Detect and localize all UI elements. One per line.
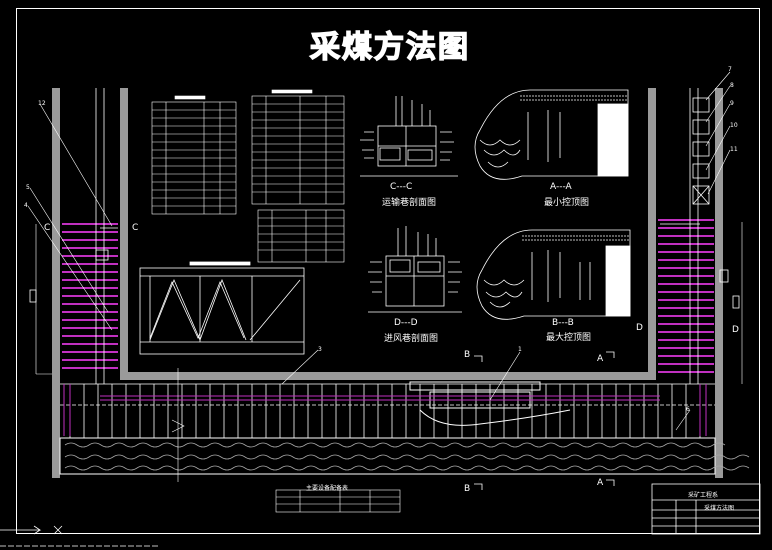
section-d-caption: 进风巷剖面图 <box>384 334 439 344</box>
section-c-mark: C---C <box>390 182 413 192</box>
base-arrow <box>0 525 160 547</box>
section-b-caption: 最大控顶图 <box>546 333 592 343</box>
title-block <box>651 483 761 535</box>
spec-table-3 <box>257 209 345 263</box>
section-c-c <box>360 96 458 177</box>
section-a-caption: 最小控顶图 <box>544 198 590 208</box>
callout-3: 3 <box>318 346 322 353</box>
inner-right-wall <box>648 88 656 380</box>
section-marker-arrows <box>100 223 700 490</box>
marker-c-left: C <box>44 223 51 233</box>
section-b-b <box>476 229 631 320</box>
inner-left-wall <box>120 88 128 380</box>
cycle-operation-chart <box>139 261 305 355</box>
equipment-table <box>275 489 401 513</box>
marker-a-top: A <box>597 354 604 364</box>
callout-10: 9 <box>730 100 734 107</box>
section-c-caption: 运输巷剖面图 <box>382 198 437 208</box>
callout-5: 5 <box>26 184 30 191</box>
section-d-mark: D---D <box>394 318 418 328</box>
gateroad-lines <box>29 88 740 384</box>
inner-bottom-wall <box>120 372 656 380</box>
gob-rock-pattern <box>64 442 750 471</box>
callout-11: 10 <box>730 122 738 129</box>
marker-b-bottom: B <box>464 484 471 494</box>
left-wall <box>52 88 60 478</box>
section-d-d <box>368 226 462 313</box>
callout-12: 11 <box>730 146 738 153</box>
drawing-frame <box>16 8 760 534</box>
callout-4: 4 <box>24 202 28 209</box>
callout-9: 8 <box>730 82 734 89</box>
right-wall <box>715 88 723 478</box>
equipment-table-title: 主要设备配备表 <box>306 485 349 492</box>
callout-1: 1 <box>518 346 522 353</box>
spec-table-2 <box>251 89 345 205</box>
right-pillar-blocks <box>692 97 710 205</box>
callout-7: 6 <box>686 406 690 413</box>
marker-c-right: C <box>132 223 139 233</box>
support-columns <box>60 383 715 438</box>
left-gateroad-hatch <box>62 223 118 369</box>
title-block-drawing: 采煤方法图 <box>704 505 735 512</box>
section-b-mark: B---B <box>552 318 574 328</box>
callout-6: 12 <box>38 100 46 107</box>
right-gateroad-hatch <box>658 219 714 373</box>
section-a-mark: A---A <box>550 182 572 192</box>
marker-d-right2: D <box>732 325 739 335</box>
marker-b-top: B <box>464 350 471 360</box>
marker-a-bottom: A <box>597 478 604 488</box>
leader-lines <box>27 71 743 482</box>
face-conveyor <box>63 384 707 436</box>
title-block-school: 采矿工程系 <box>688 492 719 499</box>
spec-table-1 <box>151 95 237 215</box>
drawing-title: 采煤方法图 <box>309 29 470 66</box>
section-a-a <box>474 89 629 180</box>
callout-8: 7 <box>728 66 732 73</box>
marker-d-right1: D <box>636 323 643 333</box>
